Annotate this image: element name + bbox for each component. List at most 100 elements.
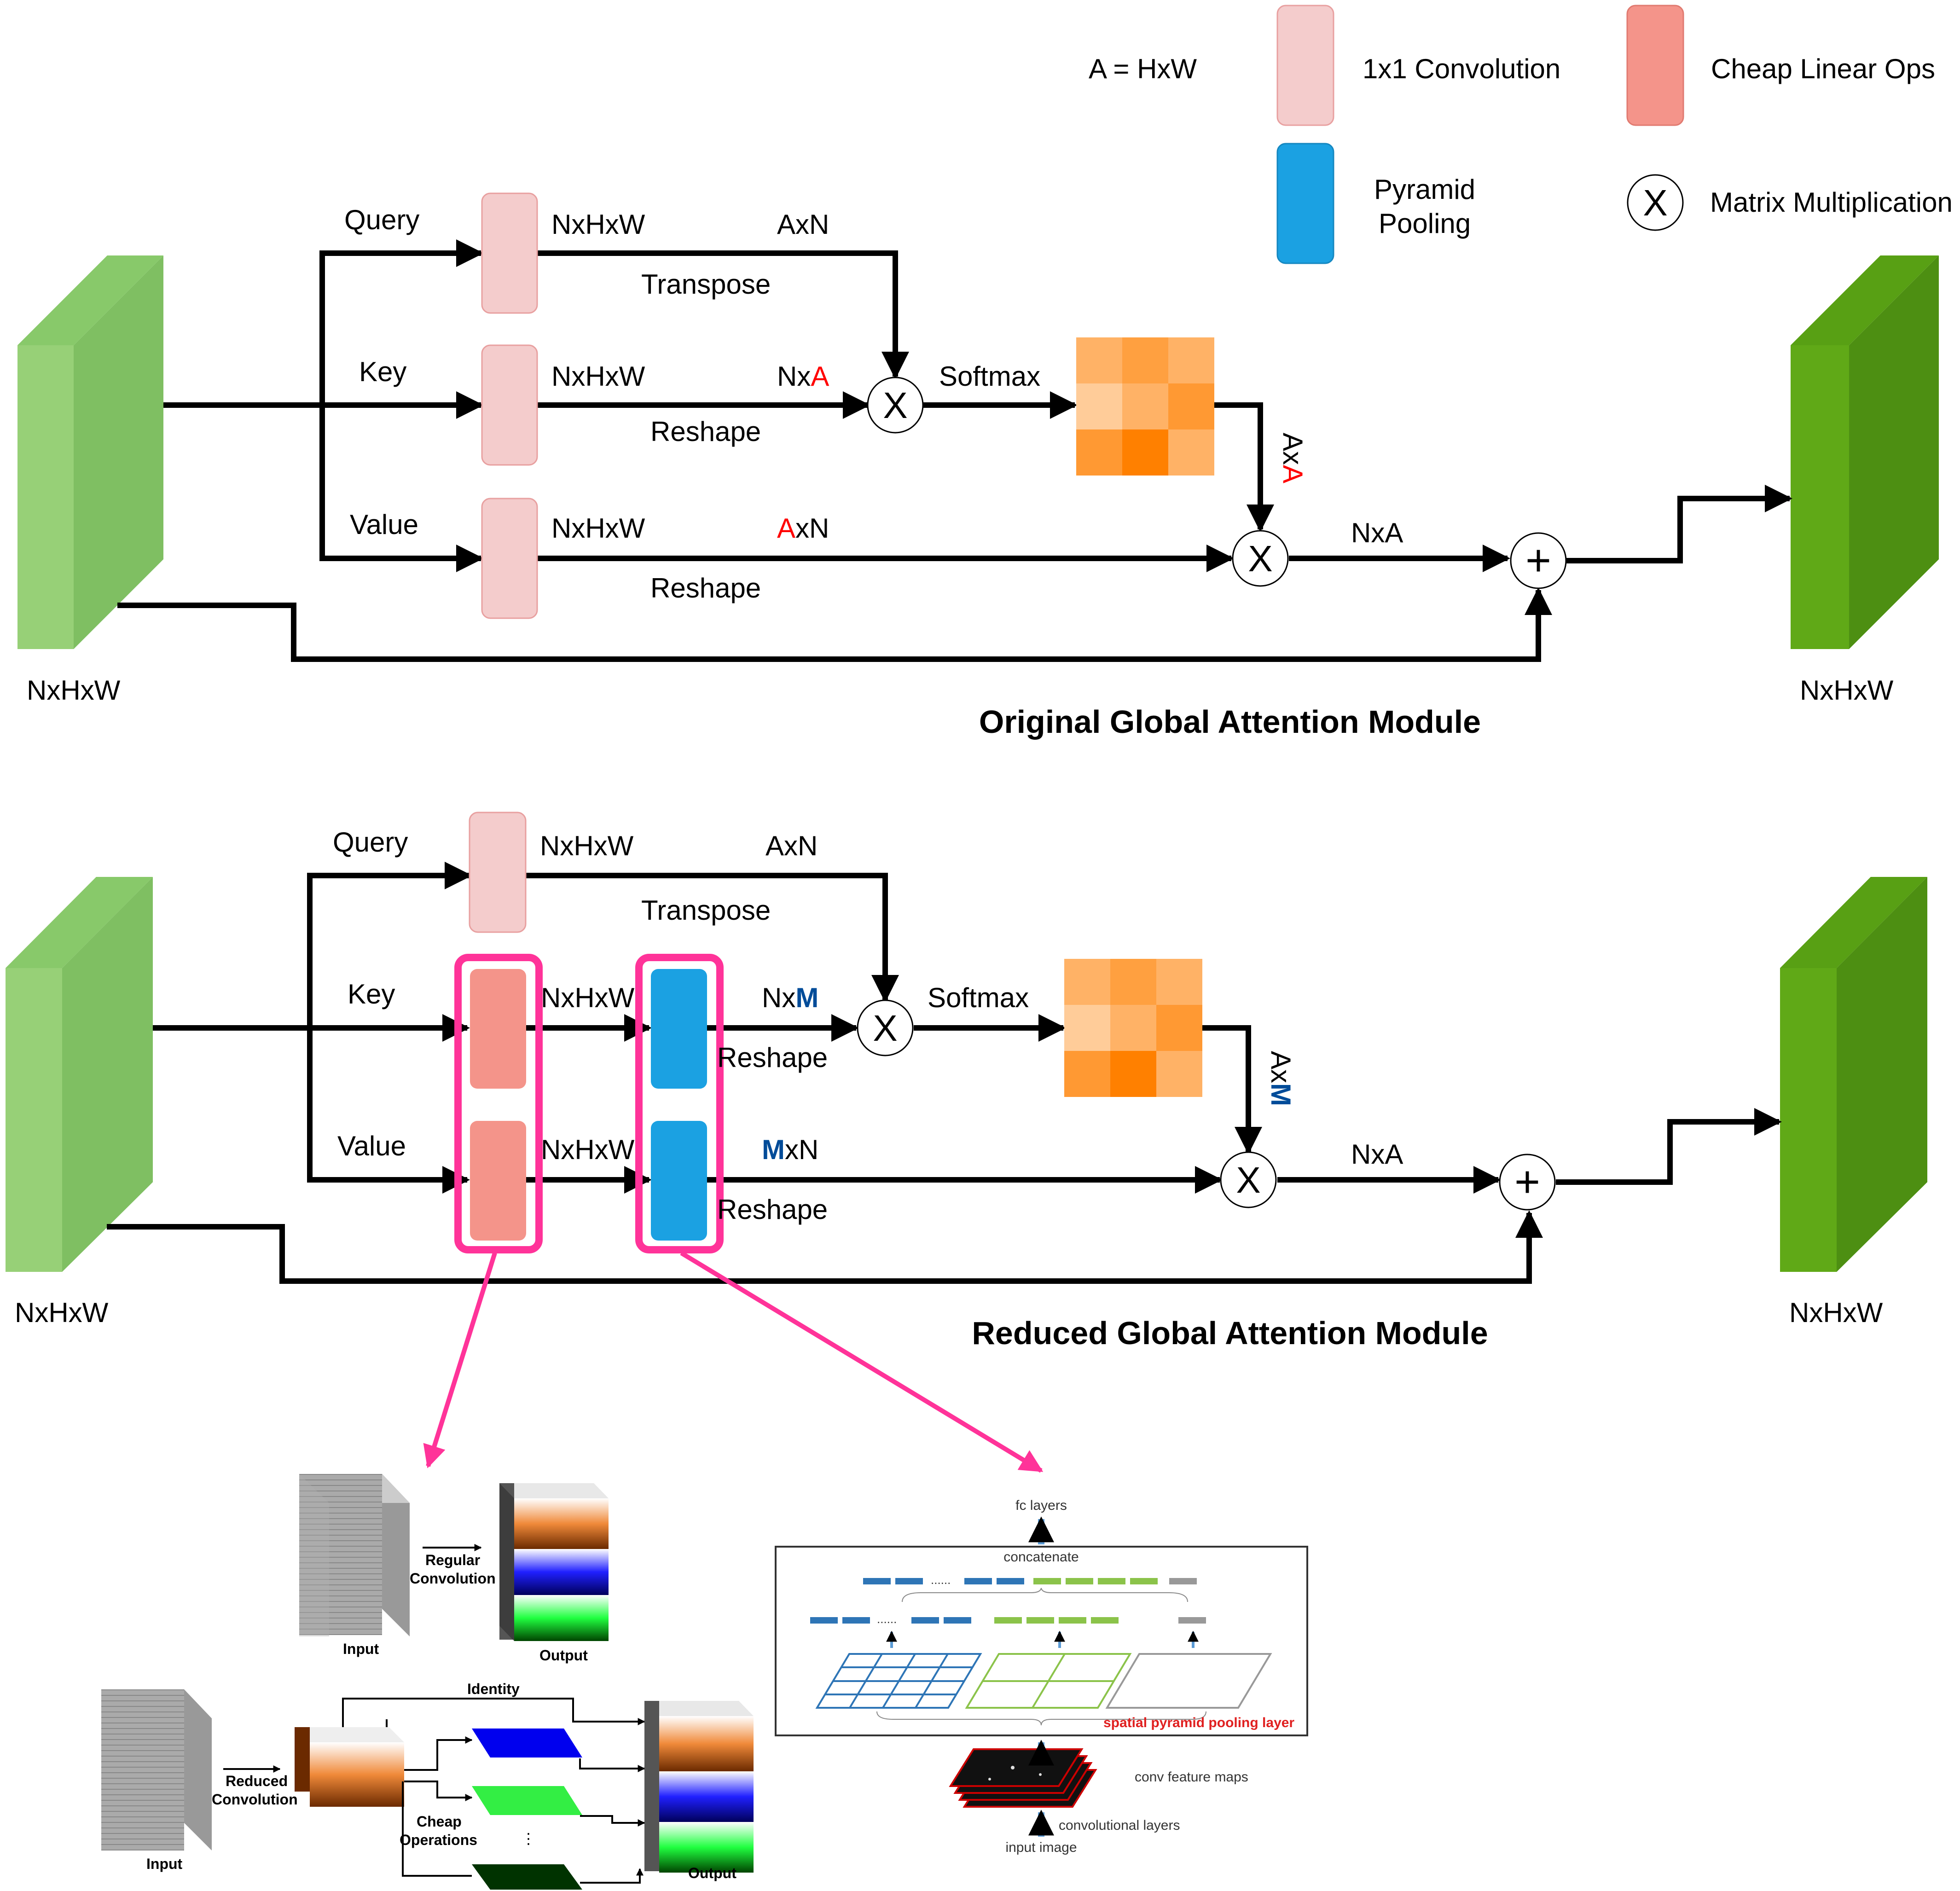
value-cheap-box <box>470 1121 526 1241</box>
top-v-shape: NxHxW <box>551 513 645 544</box>
top-v-out: AxN <box>777 513 829 544</box>
spp-grid-2x2 <box>965 1653 1132 1709</box>
spp-pool-brace <box>876 1711 1206 1726</box>
query-conv-box <box>481 192 538 314</box>
top-q-shape: NxHxW <box>551 209 645 240</box>
bottom-title: Reduced Global Attention Module <box>972 1315 1488 1351</box>
top-q-out: AxN <box>777 209 829 240</box>
top-connectors <box>117 239 1792 662</box>
output-feature-block-2 <box>1780 877 1927 1272</box>
callout-arrow-cheap <box>423 1252 497 1468</box>
bottom-q-shape: NxHxW <box>540 830 634 861</box>
spp-level-arrows <box>886 1630 1199 1648</box>
reduced-conv-label-2: Convolution <box>212 1791 298 1808</box>
bottom-q-out: AxN <box>765 830 818 861</box>
bottom-add-icon <box>1499 1154 1556 1211</box>
value-conv-box <box>481 498 538 619</box>
spp-inset: fc layers concatenate ...... <box>775 1498 1308 1855</box>
output-feature-block <box>1791 255 1939 649</box>
top-k-out: NxA <box>777 361 829 392</box>
legend-cheap-swatch <box>1626 5 1684 126</box>
bottom-transpose: Transpose <box>641 895 771 926</box>
legend-conv-swatch <box>1276 5 1334 126</box>
spp-concat-brace <box>902 1588 1188 1602</box>
legend-pyramid-label-2: Pooling <box>1379 208 1471 239</box>
bottom-v-shape: NxHxW <box>541 1134 635 1165</box>
ghost-connectors <box>342 1698 645 1884</box>
legend-matmul-symbol: X <box>1643 182 1667 223</box>
key-pyramid-box <box>651 969 707 1089</box>
cheap-op-map-dark <box>472 1864 582 1890</box>
identity-label: Identity <box>467 1681 520 1697</box>
top-key-label: Key <box>359 356 406 387</box>
bottom-v-out: MxN <box>762 1134 818 1165</box>
cheap-ops-label-2: Operations <box>400 1832 477 1848</box>
spp-concat-dots: ...... <box>931 1573 951 1587</box>
input-shape-label: NxHxW <box>27 675 121 706</box>
regular-conv-label-1: Regular <box>425 1552 480 1568</box>
top-softmax: Softmax <box>939 361 1040 392</box>
spp-conv-layers-label: convolutional layers <box>1059 1818 1180 1833</box>
top-axa: AxA <box>1277 433 1308 483</box>
regular-output-label: Output <box>539 1647 588 1664</box>
legend-pyramid-swatch <box>1276 143 1334 264</box>
ghost-module-inset: Input Regular Convolution Output Input R… <box>101 1474 754 1890</box>
spp-concat-label: concatenate <box>1003 1549 1079 1565</box>
input-feature-block-2 <box>6 877 153 1272</box>
reduced-input-label: Input <box>146 1856 183 1872</box>
top-matmul-2-icon <box>1232 530 1289 587</box>
input-feature-block <box>17 255 163 649</box>
callout-arrow-pyramid <box>680 1251 1044 1473</box>
legend-a-def: A = HxW <box>1089 53 1197 84</box>
bottom-add-symbol: + <box>1514 1157 1540 1207</box>
input-shape-label-2: NxHxW <box>15 1297 109 1328</box>
output-shape-label: NxHxW <box>1800 675 1894 706</box>
bottom-softmax: Softmax <box>928 982 1029 1013</box>
bottom-query-label: Query <box>333 827 408 858</box>
ghost-output-stack <box>644 1701 754 1873</box>
bottom-nxa: NxA <box>1351 1139 1403 1170</box>
regular-input-label: Input <box>343 1641 379 1657</box>
top-matmul-2-symbol: X <box>1248 538 1272 579</box>
reduced-module: NxHxW NxHxW <box>6 812 1927 1473</box>
key-conv-box <box>481 344 538 466</box>
ghost-output-label: Output <box>688 1865 736 1881</box>
spp-grid-1x1 <box>1105 1653 1272 1709</box>
spp-pyramid-grids <box>815 1653 1272 1709</box>
top-add-icon <box>1510 532 1567 589</box>
bottom-axm: AxM <box>1265 1051 1296 1106</box>
top-reshape-v: Reshape <box>650 573 761 603</box>
legend-pyramid-label-1: Pyramid <box>1374 174 1475 205</box>
reduced-conv-label-1: Reduced <box>226 1773 288 1789</box>
top-transpose: Transpose <box>641 269 771 300</box>
legend: A = HxW 1x1 Convolution Cheap Linear Ops… <box>1089 5 1953 264</box>
output-shape-label-2: NxHxW <box>1789 1297 1883 1328</box>
top-query-label: Query <box>344 204 419 235</box>
cheap-op-map-green <box>472 1786 582 1815</box>
key-cheap-box <box>470 969 526 1089</box>
legend-cheap-label: Cheap Linear Ops <box>1711 53 1935 84</box>
spp-conv-feature-maps <box>949 1748 1097 1808</box>
attention-matrix <box>1076 337 1214 476</box>
cheap-op-map-blue <box>472 1729 582 1758</box>
reduced-conv-output <box>295 1727 404 1807</box>
cheap-ops-label-1: Cheap <box>417 1813 462 1830</box>
legend-matmul-label: Matrix Multiplication <box>1710 187 1953 218</box>
spp-layer-label: spatial pyramid pooling layer <box>1103 1715 1294 1730</box>
top-matmul-1-symbol: X <box>883 385 907 426</box>
bottom-matmul-2-symbol: X <box>1236 1160 1260 1201</box>
spp-grid-4x4 <box>815 1653 982 1709</box>
cheap-op-ellipsis: ⋮ <box>521 1830 536 1847</box>
regular-conv-input-stack <box>299 1474 410 1636</box>
pyramid-group-frame <box>635 954 724 1253</box>
top-add-symbol: + <box>1525 536 1551 585</box>
top-nxa: NxA <box>1351 517 1403 548</box>
bottom-matmul-2-icon <box>1220 1151 1277 1208</box>
bottom-k-shape: NxHxW <box>541 982 635 1013</box>
top-reshape-k: Reshape <box>650 416 761 447</box>
legend-conv-label: 1x1 Convolution <box>1363 53 1560 84</box>
regular-conv-output-stack <box>499 1483 609 1641</box>
spp-input-image-label: input image <box>1005 1840 1077 1855</box>
spp-level-dots: ...... <box>877 1612 897 1626</box>
